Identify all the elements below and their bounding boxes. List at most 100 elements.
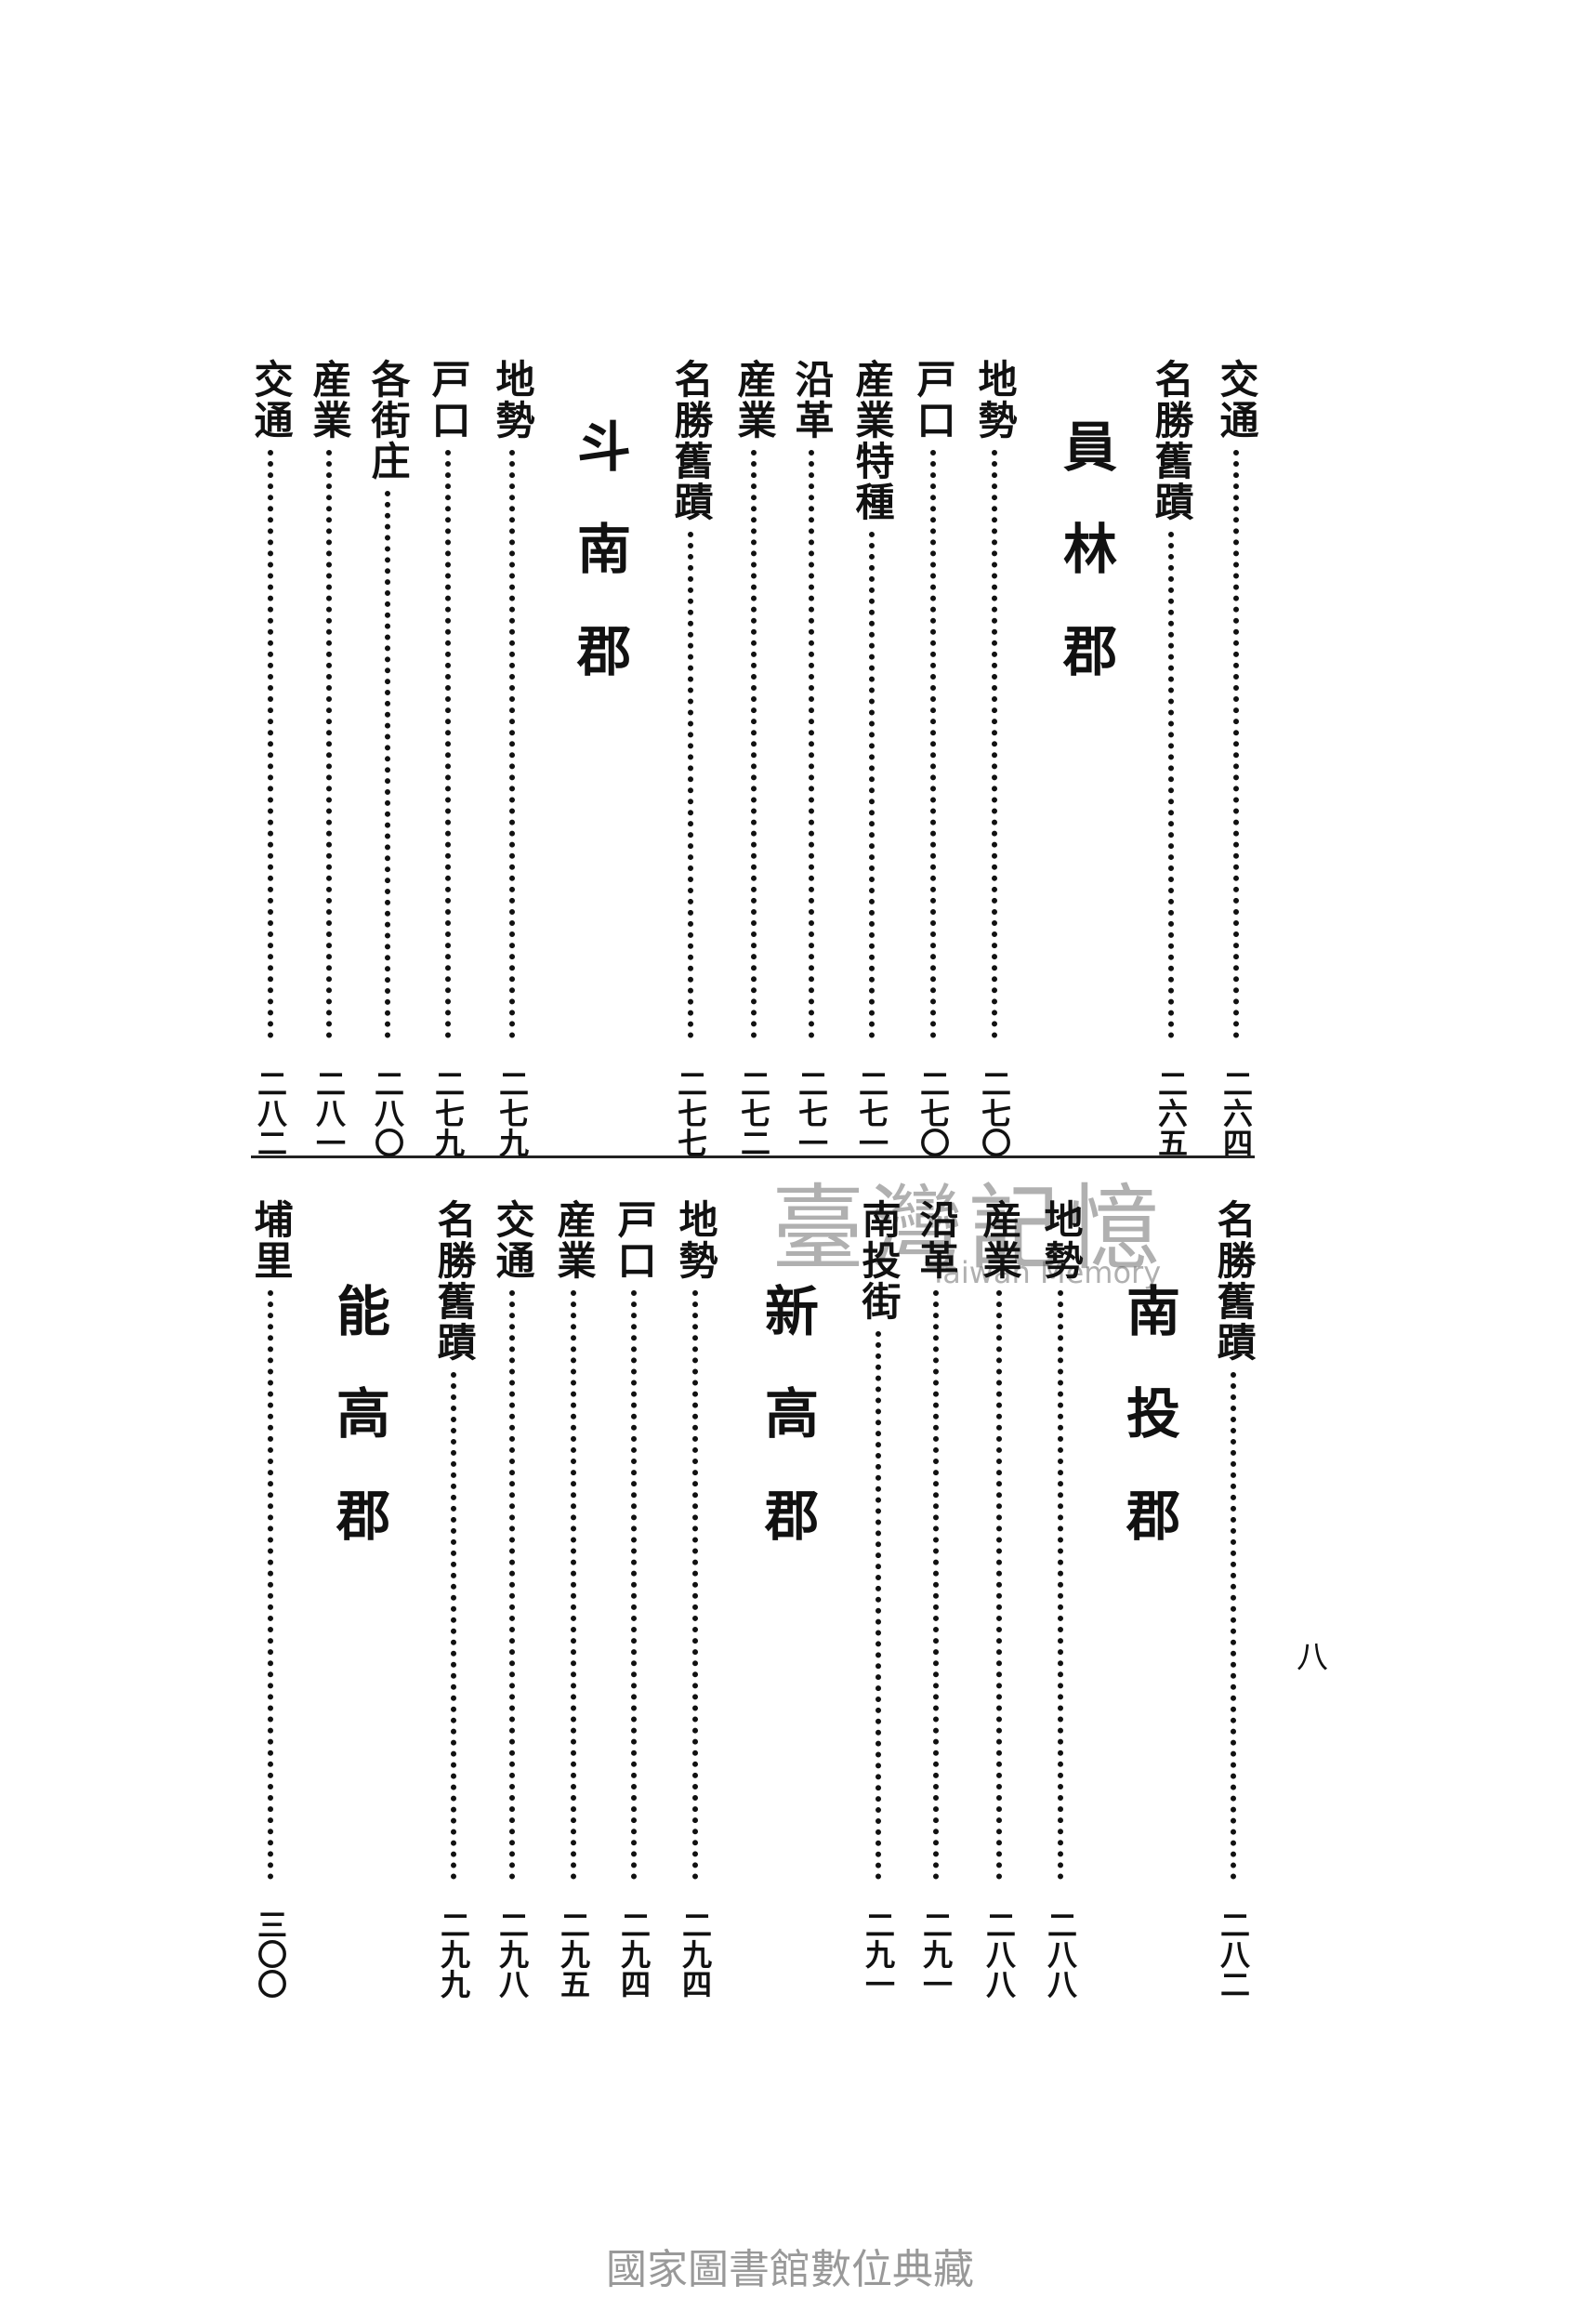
entry-page-number: 二七〇 xyxy=(977,1068,1012,1157)
dot-leader xyxy=(631,1290,637,1880)
dot-leader xyxy=(1233,450,1239,1038)
entry-title: 産業 xyxy=(307,359,352,441)
dot-leader xyxy=(930,450,936,1038)
entry-title: 地勢 xyxy=(673,1199,718,1281)
entry-title: 地勢 xyxy=(1038,1199,1084,1281)
entry-page-number: 二七一 xyxy=(794,1068,829,1157)
entry-title: 各街庄 xyxy=(365,359,411,482)
entry-title: 交通 xyxy=(490,1199,535,1281)
entry-title: 沿革 xyxy=(789,359,835,441)
toc-entry[interactable]: 産業二八一 xyxy=(306,359,352,1157)
toc-entry[interactable]: 交通二六四 xyxy=(1213,359,1259,1157)
toc-entry[interactable]: 地勢二八八 xyxy=(1037,1199,1084,1999)
entry-page-number: 二八八 xyxy=(1043,1909,1078,1999)
entry-page-number: 二七九 xyxy=(494,1068,530,1157)
half-separator-line xyxy=(251,1155,1255,1158)
dot-leader xyxy=(876,1331,881,1880)
entry-page-number: 二六四 xyxy=(1218,1068,1254,1157)
toc-entry[interactable]: 名勝舊蹟二七七 xyxy=(667,359,714,1157)
entry-title: 産業 xyxy=(977,1199,1022,1281)
entry-page-number: 二九五 xyxy=(556,1909,591,1999)
dot-leader xyxy=(326,450,332,1038)
entry-title: 産業 xyxy=(551,1199,597,1281)
entry-page-number: 二八二 xyxy=(1216,1909,1251,1999)
entry-title: 名勝舊蹟 xyxy=(668,359,714,522)
toc-entry[interactable]: 沿革二九一 xyxy=(913,1199,959,1999)
dot-leader xyxy=(1168,532,1174,1038)
dot-leader xyxy=(992,450,997,1038)
entry-title: 戸口 xyxy=(612,1199,657,1281)
entry-page-number: 二八一 xyxy=(311,1068,347,1157)
toc-entry[interactable]: 名勝舊蹟二九九 xyxy=(430,1199,477,1999)
toc-entry[interactable]: 名勝舊蹟二六五 xyxy=(1148,359,1194,1157)
dot-leader xyxy=(1231,1372,1236,1880)
entry-title: 地勢 xyxy=(490,359,535,441)
entry-page-number: 二八八 xyxy=(981,1909,1017,1999)
entry-page-number: 二七〇 xyxy=(915,1068,951,1157)
page-number: 八 xyxy=(1297,1639,1328,1676)
district-heading: 南投郡 xyxy=(1117,1283,1180,1590)
entry-title: 名勝舊蹟 xyxy=(431,1199,477,1363)
dot-leader xyxy=(445,450,451,1038)
dot-leader xyxy=(692,1290,698,1880)
dot-leader xyxy=(385,491,390,1038)
toc-entry[interactable]: 産業二九五 xyxy=(550,1199,597,1999)
toc-entry[interactable]: 名勝舊蹟二八二 xyxy=(1210,1199,1257,1999)
district-heading: 新高郡 xyxy=(756,1283,819,1590)
toc-entry[interactable]: 沿革二七一 xyxy=(788,359,835,1157)
entry-page-number: 三〇〇 xyxy=(253,1909,288,1999)
entry-page-number: 二八〇 xyxy=(370,1068,405,1157)
dot-leader xyxy=(451,1372,456,1880)
dot-leader xyxy=(268,1290,273,1880)
entry-page-number: 二九一 xyxy=(918,1909,954,1999)
watermark-subtext: Taiwan Memory xyxy=(929,1255,1162,1290)
entry-page-number: 二九九 xyxy=(436,1909,471,1999)
dot-leader xyxy=(268,450,273,1038)
dot-leader xyxy=(571,1290,576,1880)
dot-leader xyxy=(809,450,814,1038)
footer-credit: 國家圖書館數位典藏 xyxy=(606,2246,974,2293)
toc-entry[interactable]: 戸口二七九 xyxy=(425,359,471,1157)
toc-entry[interactable]: 埔里三〇〇 xyxy=(247,1199,294,1999)
toc-entry[interactable]: 戸口二九四 xyxy=(611,1199,657,1999)
dot-leader xyxy=(688,532,693,1038)
toc-entry[interactable]: 産業二七二 xyxy=(731,359,777,1157)
entry-title: 戸口 xyxy=(426,359,471,441)
entry-page-number: 二九四 xyxy=(678,1909,713,1999)
entry-title: 埔里 xyxy=(248,1199,294,1281)
entry-page-number: 二七二 xyxy=(736,1068,771,1157)
entry-page-number: 二九四 xyxy=(616,1909,652,1999)
entry-page-number: 二六五 xyxy=(1153,1068,1189,1157)
entry-title: 名勝舊蹟 xyxy=(1149,359,1194,522)
entry-page-number: 二七九 xyxy=(430,1068,466,1157)
toc-entry[interactable]: 交通二九八 xyxy=(489,1199,535,1999)
entry-title: 交通 xyxy=(1214,359,1259,441)
entry-page-number: 二九一 xyxy=(861,1909,896,1999)
entry-page-number: 二九八 xyxy=(494,1909,530,1999)
toc-entry[interactable]: 地勢二七九 xyxy=(489,359,535,1157)
dot-leader xyxy=(509,1290,515,1880)
dot-leader xyxy=(933,1290,939,1880)
dot-leader xyxy=(751,450,757,1038)
toc-entry[interactable]: 交通二八二 xyxy=(247,359,294,1157)
dot-leader xyxy=(509,450,515,1038)
entry-page-number: 二八二 xyxy=(253,1068,288,1157)
entry-title: 南投街 xyxy=(856,1199,902,1322)
toc-entry[interactable]: 各街庄二八〇 xyxy=(364,359,411,1157)
toc-entry[interactable]: 戸口二七〇 xyxy=(910,359,956,1157)
entry-title: 戸口 xyxy=(911,359,956,441)
toc-entry[interactable]: 地勢二七〇 xyxy=(971,359,1018,1157)
entry-title: 沿革 xyxy=(914,1199,959,1281)
entry-title: 産業特種 xyxy=(849,359,895,522)
entry-title: 産業 xyxy=(731,359,777,441)
district-heading: 員林郡 xyxy=(1054,418,1117,725)
toc-entry[interactable]: 地勢二九四 xyxy=(672,1199,718,1999)
entry-page-number: 二七七 xyxy=(673,1068,708,1157)
toc-entry[interactable]: 産業特種二七一 xyxy=(849,359,895,1157)
dot-leader xyxy=(1058,1290,1063,1880)
toc-entry[interactable]: 南投街二九一 xyxy=(855,1199,902,1999)
entry-page-number: 二七一 xyxy=(854,1068,889,1157)
district-heading: 能高郡 xyxy=(327,1283,390,1590)
entry-title: 交通 xyxy=(248,359,294,441)
toc-entry[interactable]: 産業二八八 xyxy=(976,1199,1022,1999)
